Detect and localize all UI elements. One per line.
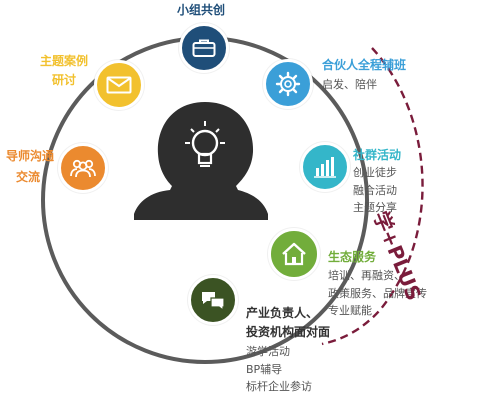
briefcase-icon	[192, 39, 216, 57]
house-icon	[282, 242, 306, 266]
node-eco	[268, 228, 320, 280]
plus-dashed-arc	[321, 47, 424, 346]
node-community	[300, 142, 350, 192]
leader-item: BP辅导	[246, 362, 283, 376]
node-partner-subtitle: 启发、陪伴	[322, 78, 377, 91]
node-leader	[188, 275, 238, 325]
node-leader-title-1: 产业负责人、	[246, 306, 319, 320]
node-leader-list: 游学活动 BP辅导 标杆企业参访	[246, 345, 312, 399]
community-item: 主题分享	[353, 201, 397, 215]
eco-item: 专业赋能	[328, 304, 372, 318]
lightbulb-head-icon	[134, 102, 268, 220]
node-leader-title-2: 投资机构面对面	[246, 325, 331, 339]
gear-icon	[275, 71, 301, 97]
node-community-title: 社群活动	[353, 148, 402, 162]
eco-item: 政策服务、品牌宣传	[328, 286, 427, 300]
community-item: 融合活动	[353, 183, 397, 197]
node-top-title: 小组共创	[177, 3, 226, 17]
node-top	[179, 23, 229, 73]
node-mentor-title-2: 交流	[16, 170, 41, 184]
node-mentor-title-1: 导师沟通	[6, 149, 55, 163]
node-case	[94, 60, 144, 110]
leader-item: 游学活动	[246, 345, 290, 358]
envelope-icon	[106, 76, 132, 94]
leader-item: 标杆企业参访	[246, 380, 312, 394]
node-community-list: 创业徒步 融合活动 主题分享	[353, 166, 397, 220]
chat-bubbles-icon	[202, 292, 225, 311]
bar-chart-icon	[314, 157, 336, 178]
node-case-title-2: 研讨	[52, 73, 77, 87]
node-mentor	[58, 143, 108, 193]
node-eco-title: 生态服务	[328, 250, 377, 264]
group-icon	[70, 159, 96, 178]
node-eco-list: 培训、再融资、 政策服务、品牌宣传 专业赋能	[328, 269, 427, 323]
node-partner	[263, 59, 313, 109]
community-item: 创业徒步	[353, 166, 397, 179]
node-case-title-1: 主题案例	[40, 54, 89, 68]
node-partner-title: 合伙人全程辅班	[322, 58, 407, 72]
eco-item: 培训、再融资、	[328, 269, 405, 282]
